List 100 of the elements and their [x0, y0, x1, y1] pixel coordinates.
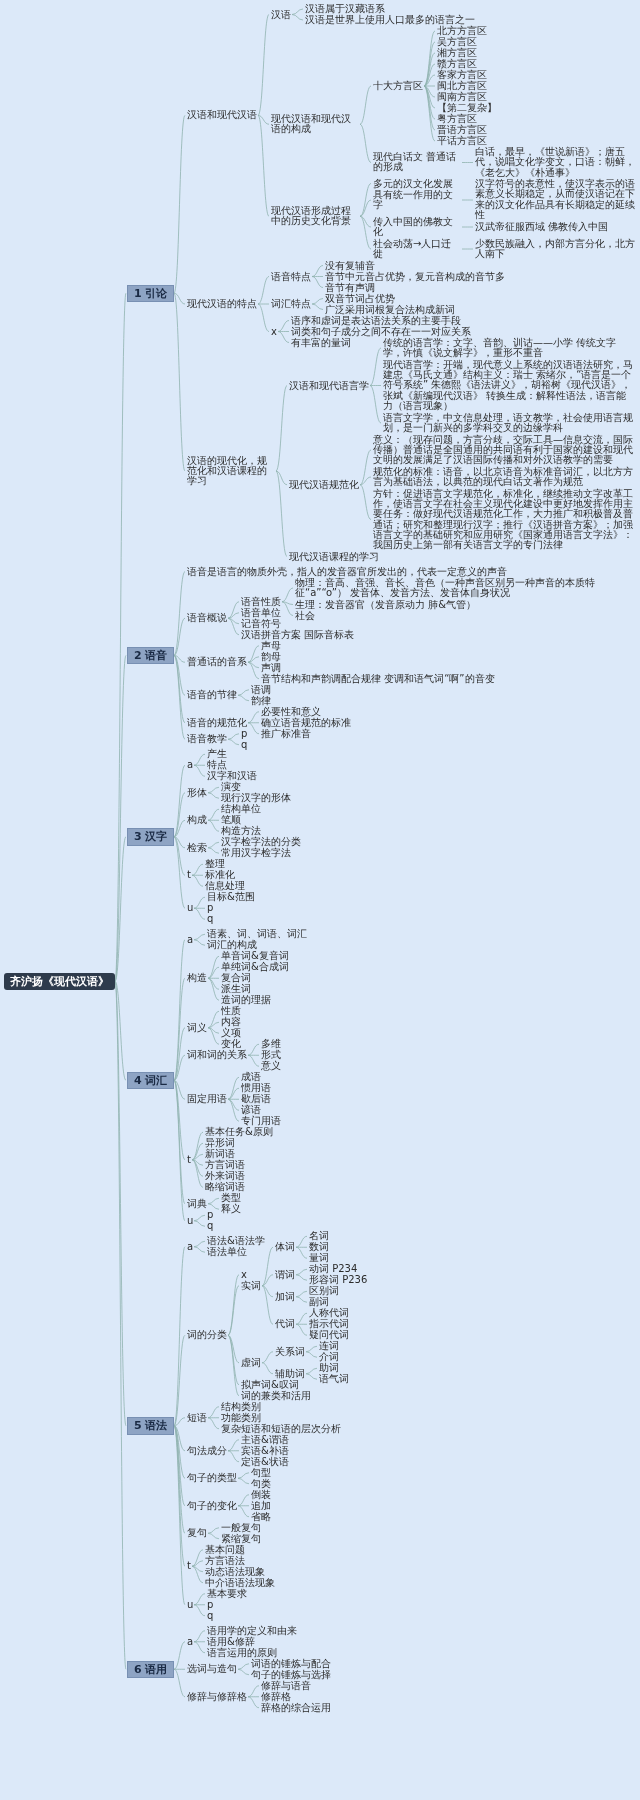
- topic-label: 代词: [274, 1319, 296, 1330]
- branch-line: [207, 786, 220, 794]
- branch-line: [193, 1246, 206, 1253]
- branch-line: [207, 1417, 220, 1419]
- branch-line: [277, 331, 290, 332]
- topic-label: 汉语拼音方案 国际音标表: [240, 629, 356, 641]
- topic-label: 定语&状语: [240, 1456, 290, 1468]
- topic-label: 修辞与修辞格: [186, 1691, 248, 1703]
- branch-line: [295, 1323, 308, 1325]
- branch-line: [207, 792, 220, 799]
- topic-label: 词汇的构成: [206, 940, 258, 951]
- branch-line: [359, 183, 372, 217]
- branch-line: [173, 1425, 186, 1452]
- branch-line: [173, 292, 186, 305]
- branch-line: [295, 1290, 308, 1298]
- branch-line: [295, 1323, 308, 1336]
- branch-line: [191, 1549, 204, 1567]
- topic-label: 省略: [250, 1511, 272, 1523]
- topic-label: 修辞格: [260, 1691, 292, 1703]
- branch-line: [227, 1334, 240, 1364]
- topic-label: 关系词: [274, 1346, 306, 1358]
- branch-line: [227, 612, 240, 619]
- topic-label: t: [186, 870, 192, 881]
- branch-line: [237, 689, 250, 696]
- branch-line: [291, 14, 304, 21]
- topic-label: 特点: [206, 760, 228, 771]
- topic-label: 【第二复杂】: [436, 103, 498, 114]
- topic-label: 主语&谓语: [240, 1434, 290, 1446]
- topic-label: 闽北方言区: [436, 81, 488, 92]
- branch-line: [191, 874, 204, 887]
- topic-label: 平话方言区: [436, 136, 488, 147]
- branch-line: [237, 1472, 250, 1479]
- topic-label: 语法&语法学: [206, 1236, 266, 1247]
- topic-label: 现代汉语形成过程中的历史文化背景: [270, 205, 360, 227]
- topic-label: 释义: [220, 1204, 242, 1215]
- branch-line: [173, 1668, 186, 1670]
- branch-line: [277, 331, 290, 343]
- topic-label: q: [240, 739, 249, 751]
- topic-label: a: [186, 1636, 195, 1648]
- topic-label: 社会动荡→人口迁徙: [372, 238, 462, 260]
- branch-line: [423, 74, 436, 87]
- section-topic: 4 词汇: [127, 1071, 175, 1090]
- topic-label: a: [186, 1241, 195, 1253]
- branch-line: [237, 694, 250, 702]
- branch-line: [423, 85, 436, 98]
- branch-line: [247, 661, 260, 669]
- topic-label: 词义: [186, 1022, 208, 1034]
- topic-label: 生理：发音器官（发音原动力 肺&气管）: [294, 599, 477, 610]
- branch-line: [237, 1477, 250, 1485]
- root-topic: 齐沪扬《现代汉语》: [4, 972, 115, 991]
- branch-line: [191, 1131, 204, 1161]
- topic-label: 变化: [220, 1039, 242, 1050]
- branch-line: [423, 85, 436, 142]
- topic-label: 方言语法: [204, 1555, 246, 1567]
- topic-label: 基本任务&原则: [204, 1127, 274, 1138]
- topic-label: 派生词: [220, 984, 252, 995]
- topic-label: 形容词 P236: [308, 1275, 369, 1286]
- branch-line: [193, 1630, 206, 1643]
- branch-line: [173, 792, 186, 838]
- topic-label: 句型: [250, 1467, 272, 1479]
- branch-line: [423, 85, 436, 120]
- branch-line: [295, 1235, 308, 1248]
- topic-label: 词的分类: [186, 1330, 228, 1341]
- topic-label: 语素、词、词语、词汇: [206, 929, 308, 940]
- branch-line: [275, 385, 288, 472]
- branch-line: [247, 711, 260, 724]
- branch-line: [261, 1362, 274, 1375]
- branch-line: [247, 722, 260, 735]
- branch-line: [237, 1505, 250, 1518]
- branch-line: [311, 276, 324, 277]
- topic-label: 句类: [250, 1478, 272, 1490]
- section-topic: 3 汉字: [127, 828, 175, 846]
- branch-line: [247, 661, 260, 680]
- branch-line: [305, 1367, 318, 1375]
- branch-line: [207, 841, 220, 849]
- topic-label: 传统的语言学：文字、音韵、训诂——小学 传统文字学，许慎《说文解字》，重形不重音: [382, 337, 636, 359]
- branch-line: [173, 1027, 186, 1081]
- topic-label: 性质: [220, 1006, 242, 1017]
- branch-line: [173, 292, 186, 472]
- branch-line: [173, 1079, 186, 1100]
- topic-label: 固定用语: [186, 1094, 228, 1105]
- branch-line: [193, 907, 206, 920]
- topic-label: 语音是语言的物质外壳，指人的发音器官所发出的，代表一定意义的声音: [186, 566, 508, 577]
- branch-line: [261, 1274, 274, 1287]
- topic-label: 动态语法现象: [204, 1566, 266, 1578]
- topic-label: 宾语&补语: [240, 1445, 290, 1457]
- branch-line: [295, 1274, 308, 1281]
- branch-line: [207, 1027, 220, 1034]
- branch-line: [193, 1593, 206, 1606]
- branch-line: [295, 1246, 308, 1259]
- topic-label: t: [186, 1154, 192, 1166]
- branch-line: [207, 819, 220, 832]
- branch-line: [207, 1527, 220, 1534]
- branch-line: [191, 1565, 204, 1573]
- branch-line: [369, 347, 382, 386]
- branch-line: [423, 63, 436, 87]
- branch-line: [173, 836, 186, 849]
- branch-line: [191, 1565, 204, 1584]
- topic-label: 晋语方言区: [436, 125, 488, 136]
- topic-label: 选词与造句: [186, 1664, 238, 1675]
